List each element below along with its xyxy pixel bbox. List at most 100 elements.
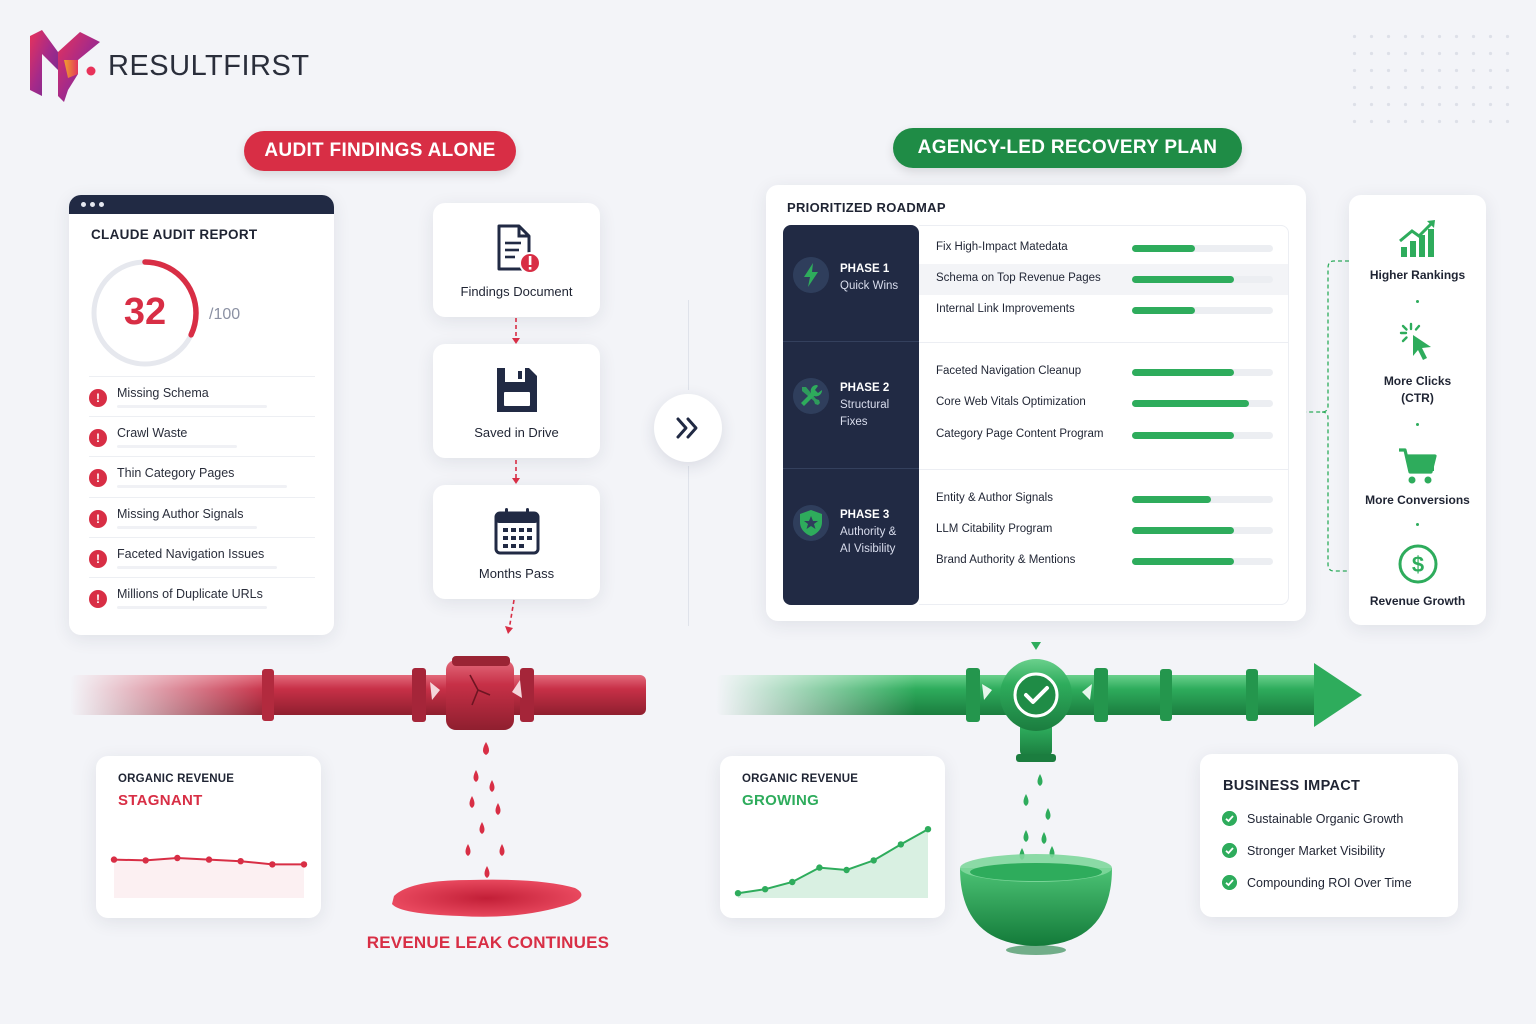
prioritized-roadmap-card: PRIORITIZED ROADMAP PHASE 1 Quick Wins PH… (766, 185, 1306, 621)
issue-label: Faceted Navigation Issues (117, 546, 265, 561)
audit-report-card: CLAUDE AUDIT REPORT 32 /100 !Missing Sch… (69, 195, 334, 635)
impact-label: Sustainable Organic Growth (1247, 812, 1404, 826)
progress-track (1132, 558, 1273, 565)
task-row: Schema on Top Revenue Pages (919, 264, 1288, 295)
task-row: Entity & Author Signals (919, 484, 1288, 515)
roadmap-to-valve-arrow (1031, 640, 1041, 650)
decorative-dot-grid (1346, 28, 1516, 128)
phase-1: PHASE 1 Quick Wins (783, 225, 919, 341)
progress-track (1132, 369, 1273, 376)
check-circle-icon (1222, 811, 1237, 826)
revenue-status: STAGNANT (118, 792, 203, 809)
brand-logo: RESULTFIRST (28, 30, 309, 102)
alert-icon: ! (89, 429, 107, 448)
trend-point (789, 878, 796, 886)
outcome-label: More Clicks (CTR) (1383, 374, 1452, 405)
task-label: Core Web Vitals Optimization (936, 396, 1086, 408)
trend-point (897, 841, 905, 848)
placeholder-line (117, 445, 237, 449)
task-row: Core Web Vitals Optimization (919, 388, 1288, 419)
check-icon (1024, 686, 1049, 704)
phase-name: PHASE 3 (840, 509, 890, 521)
trend-point (142, 857, 149, 864)
outcome-label: Revenue Growth (1369, 594, 1466, 608)
window-titlebar (69, 195, 334, 214)
issue-label: Millions of Duplicate URLs (117, 586, 263, 601)
phase-desc: Quick Wins (840, 280, 899, 292)
issue-item: !Missing Schema (89, 376, 315, 416)
section-divider (688, 466, 689, 626)
outcome-label: Higher Rankings (1369, 268, 1466, 282)
leak-drops (465, 742, 505, 878)
revenue-bowl (960, 854, 1112, 955)
trend-line (737, 828, 929, 895)
next-chevrons-button[interactable] (654, 394, 722, 462)
progress-track (1132, 245, 1273, 252)
alert-icon: ! (89, 389, 107, 407)
phase-name: PHASE 2 (840, 382, 890, 394)
trend-area (738, 829, 928, 898)
dollar-circle-icon: $ (1398, 544, 1438, 584)
phase-name: PHASE 1 (840, 263, 890, 275)
issue-label: Thin Category Pages (117, 466, 235, 481)
progress-fill (1132, 558, 1234, 565)
trend-point (843, 866, 850, 874)
roadmap-title: PRIORITIZED ROADMAP (787, 200, 946, 215)
trend-area (114, 858, 304, 898)
placeholder-line (117, 525, 257, 529)
outcomes-card: Higher Rankings More Clicks (CTR) More C… (1349, 195, 1486, 625)
revenue-card-title: ORGANIC REVENUE (118, 773, 235, 785)
connector-dot (1416, 523, 1419, 526)
progress-track (1132, 432, 1273, 439)
impact-item: Sustainable Organic Growth (1222, 811, 1412, 843)
issue-item: ! Millions of Duplicate URLs (89, 576, 315, 617)
trend-point (761, 886, 769, 893)
step-label: Months Pass (478, 566, 555, 581)
window-dot (99, 202, 104, 207)
trend-point (110, 856, 118, 863)
task-row: Brand Authority & Mentions (919, 546, 1288, 577)
impact-item: Compounding ROI Over Time (1222, 875, 1412, 907)
progress-track (1132, 527, 1273, 534)
task-label: Entity & Author Signals (936, 492, 1053, 504)
task-label: Category Page Content Program (936, 428, 1104, 440)
progress-fill (1132, 245, 1196, 252)
alert-icon: ! (89, 589, 107, 608)
phase-desc: Structural Fixes (840, 399, 890, 428)
audit-report-title: CLAUDE AUDIT REPORT (91, 227, 258, 242)
progress-fill (1132, 527, 1234, 534)
alert-icon: ! (89, 469, 107, 488)
flow-arrows (505, 318, 520, 634)
placeholder-line (117, 485, 287, 489)
progress-fill (1132, 496, 1211, 503)
logo-mark-icon (30, 30, 100, 102)
progress-fill (1132, 307, 1196, 314)
wrench-icon (793, 378, 829, 414)
growing-trend-chart (734, 826, 932, 898)
trend-point (174, 854, 181, 862)
progress-fill (1132, 400, 1250, 407)
phase-divider (783, 341, 919, 342)
brand-name: RESULTFIRST (108, 50, 310, 82)
phase-divider (783, 468, 919, 469)
section-divider (688, 300, 689, 390)
outcome-label: More Conversions (1365, 493, 1470, 507)
trend-point (870, 857, 877, 864)
audit-score-max: /100 (209, 306, 241, 323)
trend-point (816, 864, 823, 871)
window-dot (81, 202, 86, 207)
floppy-disk-icon (497, 368, 537, 412)
connector-bracket (1306, 260, 1349, 572)
impact-item: Stronger Market Visibility (1222, 843, 1412, 875)
task-row: LLM Citability Program (919, 515, 1288, 546)
issue-label: Missing Author Signals (117, 506, 244, 521)
step-label: Findings Document (460, 284, 573, 299)
document-alert-icon (497, 224, 541, 274)
stagnant-trend-chart (110, 854, 308, 898)
red-pipe (70, 656, 646, 730)
task-label: LLM Citability Program (936, 523, 1053, 535)
organic-revenue-stagnant-card: ORGANIC REVENUE STAGNANT (96, 756, 321, 918)
audit-score: 32 (123, 291, 167, 333)
double-chevron-right-icon (676, 417, 698, 439)
